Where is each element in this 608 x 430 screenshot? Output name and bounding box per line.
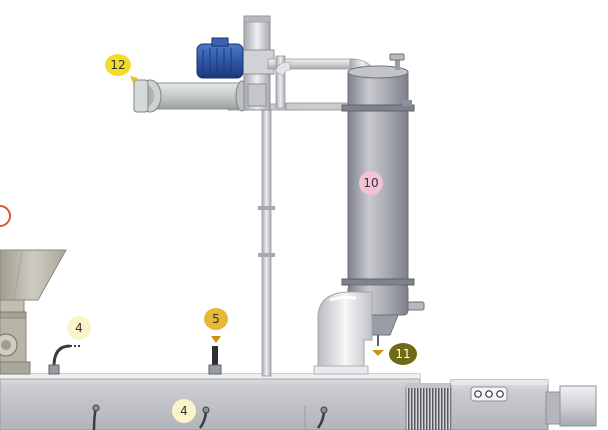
partial-marker — [0, 205, 11, 227]
hopper — [0, 249, 67, 375]
end-housing — [450, 379, 597, 430]
callout-5: 5 — [204, 308, 228, 343]
probe-a — [92, 404, 100, 430]
callout-4-left: 4 — [67, 316, 91, 340]
sensor-left — [48, 344, 82, 375]
elbow-pipe — [313, 291, 373, 375]
callout-12-pointer — [130, 76, 138, 83]
callout-11-label: 11 — [395, 347, 410, 361]
callout-5-label: 5 — [212, 312, 220, 326]
callout-12-label: 12 — [110, 58, 125, 72]
support-pole — [227, 103, 299, 377]
callout-10-label: 10 — [363, 176, 378, 190]
motor — [196, 37, 244, 79]
probe-b — [198, 406, 210, 429]
callout-10: 10 — [359, 171, 383, 195]
fan-housing — [239, 15, 275, 111]
sensor-5 — [208, 346, 222, 375]
heater-grille — [405, 383, 455, 430]
callout-5-pointer — [211, 336, 221, 343]
probe-c — [316, 406, 328, 429]
callout-11: 11 — [372, 343, 417, 365]
callout-4-bottom-label: 4 — [180, 404, 188, 418]
callout-4-bottom: 4 — [172, 399, 196, 423]
fan-duct — [133, 79, 249, 113]
callout-4-left-label: 4 — [75, 321, 83, 335]
callout-12: 12 — [105, 54, 138, 83]
base-tank — [0, 373, 421, 430]
callout-11-pointer — [372, 350, 384, 356]
